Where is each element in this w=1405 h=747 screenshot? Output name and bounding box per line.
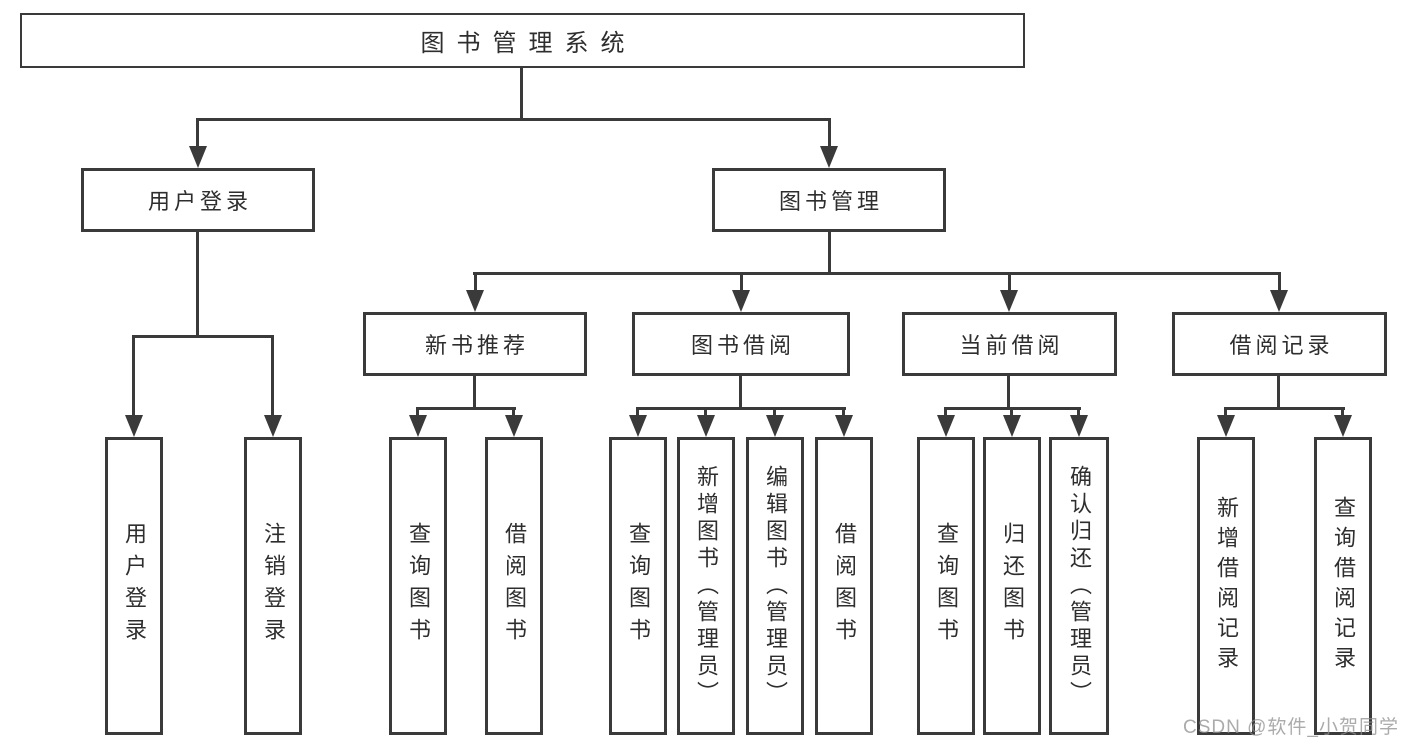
csdn-watermark: CSDN @软件_小贺同学 [1183, 717, 1399, 738]
node-label: 归还图书 [1000, 522, 1025, 650]
connector-current-borrowing-rail [945, 407, 1081, 410]
leaf-confirm-return-admin: 确认归还（管理员） [1049, 437, 1109, 735]
connector-drop-leaf-user-login [132, 335, 135, 415]
arrow-down-icon [1003, 415, 1021, 437]
connector-new-book-stem [473, 376, 476, 407]
arrow-down-icon [1334, 415, 1352, 437]
node-label: 查询图书 [406, 522, 431, 650]
node-label: 借阅图书 [502, 522, 527, 650]
arrow-down-icon [505, 415, 523, 437]
leaf-query-books-current: 查询图书 [917, 437, 975, 735]
node-label: 用户登录 [147, 189, 252, 214]
node-label: 借阅记录 [1229, 333, 1334, 358]
arrow-down-icon [264, 415, 282, 437]
leaf-borrow-books: 借阅图书 [815, 437, 873, 735]
connector-drop [704, 407, 707, 415]
connector-drop [512, 407, 515, 415]
leaf-add-borrow-record: 新增借阅记录 [1197, 437, 1255, 735]
connector-drop [416, 407, 419, 415]
connector-drop [1010, 407, 1013, 415]
node-current-borrowing: 当前借阅 [902, 312, 1117, 376]
connector-book-management-stem [828, 232, 831, 272]
node-library-management-system: 图书管理系统 [20, 13, 1025, 68]
arrow-down-icon [189, 146, 207, 168]
node-label: 图书管理 [778, 189, 883, 214]
node-label: 图书管理系统 [420, 30, 637, 57]
leaf-add-books-admin: 新增图书（管理员） [677, 437, 735, 735]
arrow-down-icon [766, 415, 784, 437]
leaf-user-login: 用户登录 [105, 437, 163, 735]
leaf-borrow-books-recommend: 借阅图书 [485, 437, 543, 735]
connector-drop-borrowing-records [1278, 272, 1281, 290]
node-label: 当前借阅 [959, 333, 1064, 358]
connector-book-borrowing-stem [739, 376, 742, 407]
arrow-down-icon [732, 290, 750, 312]
node-label: 新增借阅记录 [1214, 496, 1239, 676]
node-label: 确认归还（管理员） [1067, 464, 1092, 708]
arrow-down-icon [466, 290, 484, 312]
leaf-return-books: 归还图书 [983, 437, 1041, 735]
node-label: 注销登录 [261, 522, 286, 650]
connector-book-borrowing-rail [637, 407, 846, 410]
connector-drop [1341, 407, 1344, 415]
connector-user-login-rail [132, 335, 274, 338]
connector-borrowing-records-stem [1277, 376, 1280, 407]
arrow-down-icon [1000, 290, 1018, 312]
node-book-borrowing: 图书借阅 [632, 312, 850, 376]
arrow-down-icon [409, 415, 427, 437]
connector-root-rail [197, 118, 831, 121]
node-label: 图书借阅 [690, 333, 795, 358]
connector-drop-current-borrowing [1008, 272, 1011, 290]
connector-book-management-rail [473, 272, 1280, 275]
arrow-down-icon [1217, 415, 1235, 437]
connector-user-login-stem [196, 232, 199, 335]
node-book-management: 图书管理 [712, 168, 946, 232]
node-label: 编辑图书（管理员） [763, 464, 788, 708]
connector-current-borrowing-stem [1007, 376, 1010, 407]
connector-drop-book-management [828, 118, 831, 146]
node-borrowing-records: 借阅记录 [1172, 312, 1387, 376]
leaf-query-books-borrow: 查询图书 [609, 437, 667, 735]
connector-drop-new-book [474, 272, 477, 290]
node-label: 查询图书 [626, 522, 651, 650]
arrow-down-icon [125, 415, 143, 437]
arrow-down-icon [820, 146, 838, 168]
arrow-down-icon [835, 415, 853, 437]
leaf-logout: 注销登录 [244, 437, 302, 735]
connector-drop-leaf-logout [271, 335, 274, 415]
node-label: 新书推荐 [424, 333, 529, 358]
connector-drop [773, 407, 776, 415]
arrow-down-icon [1070, 415, 1088, 437]
arrow-down-icon [629, 415, 647, 437]
node-label: 用户登录 [122, 522, 147, 650]
arrow-down-icon [697, 415, 715, 437]
connector-borrowing-records-rail [1225, 407, 1345, 410]
node-label: 查询图书 [934, 522, 959, 650]
connector-drop [842, 407, 845, 415]
connector-drop [1224, 407, 1227, 415]
connector-drop [944, 407, 947, 415]
node-user-login: 用户登录 [81, 168, 315, 232]
connector-new-book-rail [417, 407, 516, 410]
arrow-down-icon [1270, 290, 1288, 312]
connector-drop [636, 407, 639, 415]
node-new-book-recommendation: 新书推荐 [363, 312, 587, 376]
node-label: 借阅图书 [832, 522, 857, 650]
connector-drop [1077, 407, 1080, 415]
connector-drop-book-borrowing [740, 272, 743, 290]
leaf-query-books-recommend: 查询图书 [389, 437, 447, 735]
connector-root-stem [520, 68, 523, 118]
arrow-down-icon [937, 415, 955, 437]
node-label: 查询借阅记录 [1331, 496, 1356, 676]
node-label: 新增图书（管理员） [694, 464, 719, 708]
connector-drop-user-login [196, 118, 199, 146]
leaf-edit-books-admin: 编辑图书（管理员） [746, 437, 804, 735]
leaf-query-borrow-record: 查询借阅记录 [1314, 437, 1372, 735]
